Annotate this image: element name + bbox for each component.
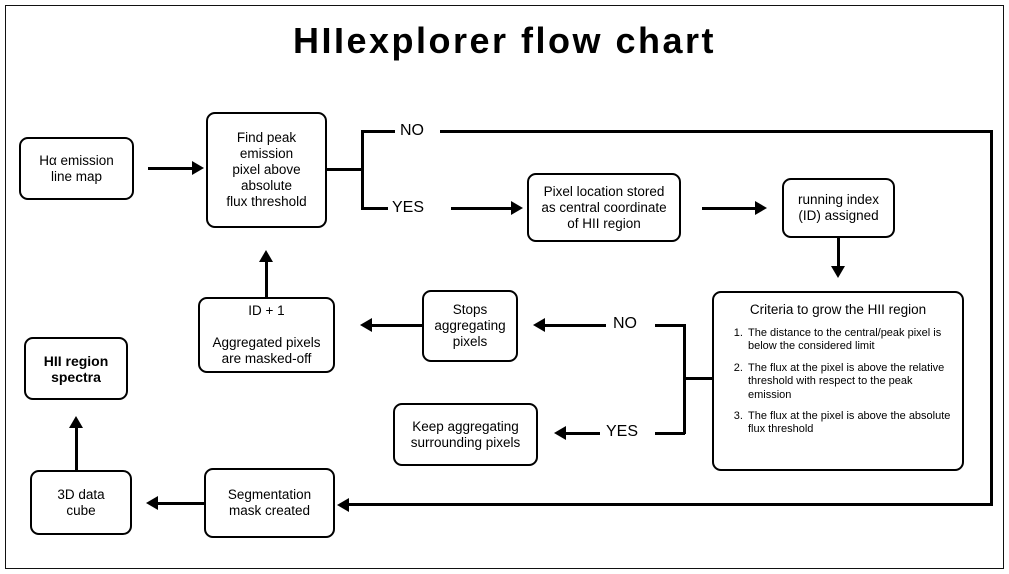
connector-split2-yes-branch [655,432,685,435]
connector-no2-to-stops [545,324,606,327]
connector-split2-no-branch [655,324,685,327]
arrowhead-idplusone-to-findpeak [259,250,273,262]
connector-yes2-to-keep [566,432,600,435]
connector-split-vertical [361,130,364,210]
connector-datacube-to-spectra [75,428,78,470]
arrowhead-no2-to-stops [533,318,545,332]
connector-findpeak-to-split [327,168,364,171]
arrowhead-segmentation-to-datacube [146,496,158,510]
criteria-list: The distance to the central/peak pixel i… [724,327,952,437]
arrowhead-runningindex-to-criteria [831,266,845,278]
criteria-item: The flux at the pixel is above the relat… [746,362,952,402]
label-decision1-yes: YES [392,199,425,216]
connector-pixelstored-to-runningindex [702,207,757,210]
node-criteria-to-grow-region: Criteria to grow the HII region The dist… [712,291,964,471]
connector-no-branch-top [440,130,993,133]
connector-runningindex-to-criteria [837,238,840,270]
connector-no-branch-right [990,130,993,506]
arrowhead-no-branch-to-segmentation [337,498,349,512]
connector-split2-vertical [683,324,686,434]
connector-split-yes-branch [361,207,388,210]
label-decision1-no: NO [400,122,424,139]
arrowhead-yes2-to-keep [554,426,566,440]
label-decision2-yes: YES [606,423,639,440]
connector-segmentation-to-datacube [158,502,204,505]
page-title: HIIexplorer flow chart [292,20,717,61]
criteria-item: The flux at the pixel is above the absol… [746,410,952,437]
arrowhead-ha-to-findpeak [192,161,204,175]
connector-split-no-branch [361,130,395,133]
page-border [5,5,1004,569]
criteria-heading: Criteria to grow the HII region [749,302,927,317]
arrowhead-pixelstored-to-runningindex [755,201,767,215]
criteria-item: The distance to the central/peak pixel i… [746,327,952,354]
label-decision2-no: NO [613,315,637,332]
connector-idplusone-to-findpeak [265,262,268,297]
connector-yes-to-pixelstored [451,207,513,210]
connector-criteria-to-split2 [684,377,714,380]
connector-ha-to-findpeak [148,167,194,170]
connector-no-branch-bottom [349,503,993,506]
arrowhead-datacube-to-spectra [69,416,83,428]
node-running-index-assigned: running index(ID) assigned [782,178,895,238]
connector-stops-to-idplusone [372,324,422,327]
arrowhead-stops-to-idplusone [360,318,372,332]
arrowhead-yes-to-pixelstored [511,201,523,215]
